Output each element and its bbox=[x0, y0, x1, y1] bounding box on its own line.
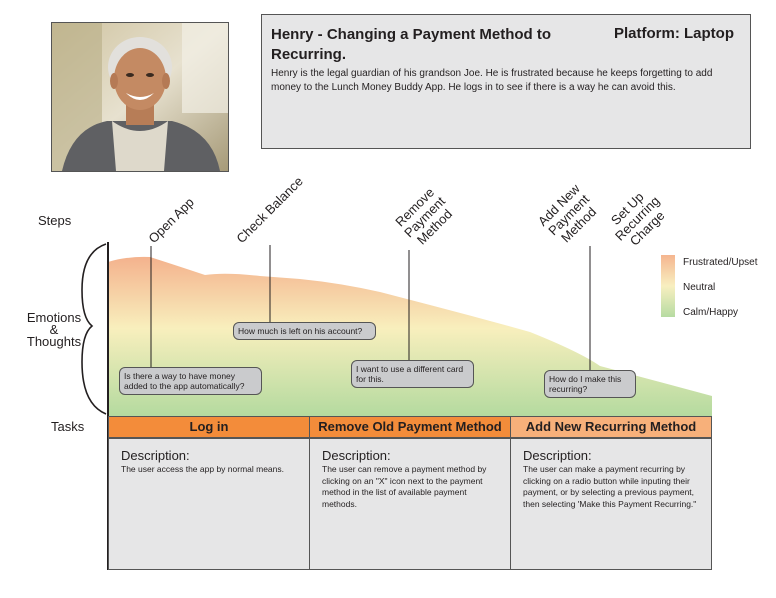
persona-portrait-image bbox=[52, 23, 228, 171]
task-description-label: Description: bbox=[121, 448, 190, 463]
task-description-label: Description: bbox=[523, 448, 592, 463]
ampersand-word: & bbox=[49, 322, 59, 337]
emotions-row-label: Emotions & Thoughts bbox=[22, 310, 86, 349]
legend-neutral: Neutral bbox=[683, 282, 716, 293]
task-header-log-in: Log in bbox=[108, 416, 310, 438]
thought-bubble-balance: How much is left on his account? bbox=[233, 322, 376, 340]
scenario-description: Henry is the legal guardian of his grand… bbox=[271, 68, 713, 93]
scenario-header: Henry - Changing a Payment Method to Rec… bbox=[261, 14, 751, 149]
task-header-remove-old-payment: Remove Old Payment Method bbox=[309, 416, 511, 438]
task-body-remove-old-payment: Description: The user can remove a payme… bbox=[309, 438, 511, 570]
tasks-row-label: Tasks bbox=[51, 419, 85, 434]
legend-frustrated: Frustrated/Upset bbox=[683, 257, 758, 268]
emotions-word: Emotions bbox=[26, 310, 82, 325]
emotion-legend-bar bbox=[661, 255, 675, 317]
task-description-label: Description: bbox=[322, 448, 391, 463]
platform-label: Platform: Laptop bbox=[614, 25, 734, 42]
task-body-add-new-recurring: Description: The user can make a payment… bbox=[510, 438, 712, 570]
thought-bubble-auto-money: Is there a way to have money added to th… bbox=[119, 367, 262, 395]
emotions-brace bbox=[81, 243, 107, 415]
thought-bubble-different-card: I want to use a different card for this. bbox=[351, 360, 474, 388]
thoughts-word: Thoughts bbox=[26, 334, 82, 349]
persona-photo bbox=[51, 22, 229, 172]
thought-bubble-recurring: How do I make this recurring? bbox=[544, 370, 636, 398]
task-header-add-new-recurring: Add New Recurring Method bbox=[510, 416, 712, 438]
task-description-text: The user can make a payment recurring by… bbox=[523, 464, 697, 509]
task-body-log-in: Description: The user access the app by … bbox=[108, 438, 310, 570]
steps-row-label: Steps bbox=[38, 213, 72, 228]
scenario-title: Henry - Changing a Payment Method to Rec… bbox=[271, 26, 552, 63]
legend-calm: Calm/Happy bbox=[683, 307, 739, 318]
task-description-text: The user access the app by normal means. bbox=[121, 464, 284, 474]
task-description-text: The user can remove a payment method by … bbox=[322, 464, 487, 509]
